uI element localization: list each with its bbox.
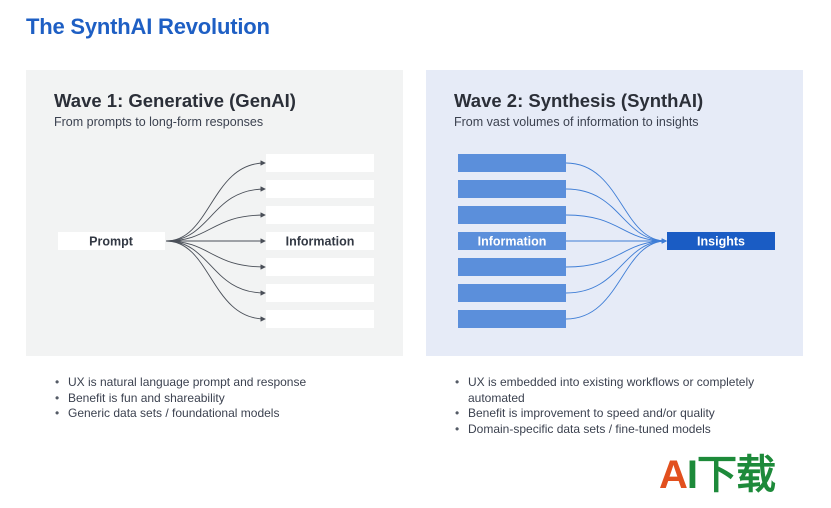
wave2-connector-arrow [565,238,667,294]
wave2-bullet: UX is embedded into existing workflows o… [455,375,795,406]
wave2-connector-arrow [565,238,667,268]
wave2-input-box [458,180,566,198]
wave1-output-box [266,206,374,224]
wave2-connector-arrow [565,162,667,244]
wave2-input-box [458,284,566,302]
wave1-title: Wave 1: Generative (GenAI) [54,90,296,111]
insights-box [667,232,775,250]
watermark-logo: AI下载 [659,451,776,499]
wave2-subtitle: From vast volumes of information to insi… [454,115,699,129]
wave1-connectors [165,160,266,322]
wave1-output-box [266,284,374,302]
wave1-output-box [266,258,374,276]
wave2-panel: Wave 2: Synthesis (SynthAI) From vast vo… [426,70,803,356]
wave1-subtitle: From prompts to long-form responses [54,115,264,129]
wave2-connector-arrow [565,188,667,244]
watermark-part2: I下载 [686,453,776,497]
wave2-connectors [565,162,667,320]
wave1-connector-arrow [165,212,266,242]
wave1-bullet-list: UX is natural language prompt and respon… [55,375,385,422]
wave2-title: Wave 2: Synthesis (SynthAI) [454,90,704,111]
wave1-bullet: Generic data sets / foundational models [55,406,385,422]
wave1-bullet: UX is natural language prompt and respon… [55,375,385,391]
wave1-output-box [266,154,374,172]
wave2-input-box [458,154,566,172]
wave2-bullet-list: UX is embedded into existing workflows o… [455,375,795,437]
wave2-information-label: Information [478,235,547,249]
wave1-connector-arrow [165,160,266,242]
page-title: The SynthAI Revolution [26,14,270,39]
prompt-box [58,232,165,250]
wave1-connector-arrow [165,240,266,270]
wave1-connector-arrow [165,186,266,242]
wave1-output-box [266,310,374,328]
wave2-input-box [458,206,566,224]
wave2-bullet: Benefit is improvement to speed and/or q… [455,406,795,422]
wave2-input-box [458,232,566,250]
wave2-input-boxes [458,154,566,328]
wave1-output-box [266,232,374,250]
insights-label: Insights [697,235,745,249]
watermark-part1: A [659,453,688,497]
wave1-diagram: Prompt Information [58,154,374,328]
wave2-connector-arrow [565,214,667,244]
wave1-output-box [266,180,374,198]
wave2-bullet: Domain-specific data sets / fine-tuned m… [455,422,795,438]
wave1-connector-arrow [165,240,266,322]
wave1-information-label: Information [286,235,355,249]
wave1-output-boxes [266,154,374,328]
wave1-connector-arrow [165,240,266,296]
wave2-connector-arrow [565,238,667,320]
wave2-input-box [458,258,566,276]
prompt-label: Prompt [89,235,134,249]
wave1-panel: Wave 1: Generative (GenAI) From prompts … [26,70,403,356]
wave2-input-box [458,310,566,328]
wave2-diagram: Insights Information [458,154,775,328]
wave1-bullet: Benefit is fun and shareability [55,391,385,407]
